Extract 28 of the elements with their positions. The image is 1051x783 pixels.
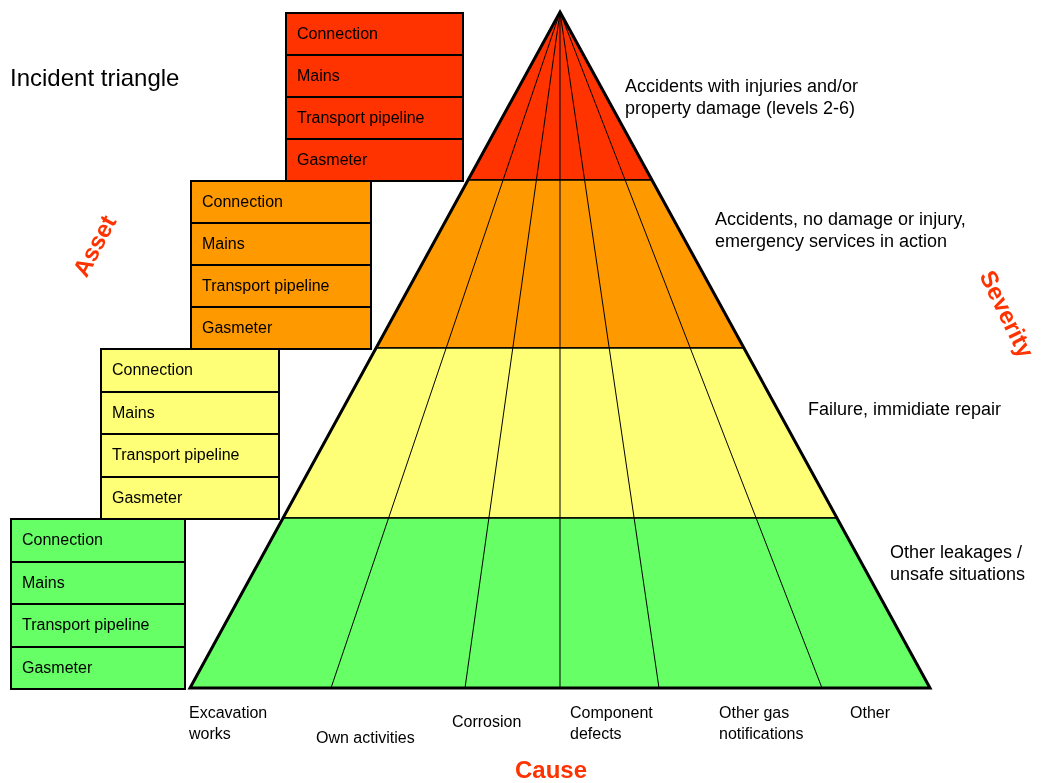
asset-box: Gasmeter [10, 645, 186, 690]
cause-label: Component defects [570, 703, 654, 744]
asset-box: Gasmeter [100, 475, 280, 520]
asset-box: Transport pipeline [100, 433, 280, 478]
asset-box: Mains [10, 560, 186, 605]
cause-label: Corrosion [452, 712, 523, 732]
asset-box: Mains [190, 222, 372, 266]
axis-title: Cause [515, 756, 588, 783]
cause-label: Other gas notifications [719, 703, 805, 744]
asset-box: Mains [100, 390, 280, 435]
asset-box: Transport pipeline [285, 96, 464, 140]
asset-box: Connection [285, 12, 464, 56]
asset-box: Mains [285, 54, 464, 98]
asset-box: Transport pipeline [190, 264, 372, 308]
diagram-title: Incident triangle [10, 64, 180, 92]
severity-description: Other leakages / unsafe situations [890, 541, 1027, 585]
cause-label: Excavation works [189, 703, 269, 744]
cause-label: Other [850, 703, 891, 723]
asset-box: Connection [190, 180, 372, 224]
severity-description: Accidents with injuries and/or property damage (levels 2-6) [625, 75, 860, 119]
asset-box: Gasmeter [190, 306, 372, 350]
asset-box: Gasmeter [285, 138, 464, 182]
cause-label: Own activities [316, 728, 416, 748]
severity-description: Failure, immidiate repair [808, 398, 1003, 420]
asset-box: Connection [100, 348, 280, 393]
severity-description: Accidents, no damage or injury, emergency services in action [715, 208, 967, 252]
asset-box: Transport pipeline [10, 603, 186, 648]
asset-box: Connection [10, 518, 186, 563]
